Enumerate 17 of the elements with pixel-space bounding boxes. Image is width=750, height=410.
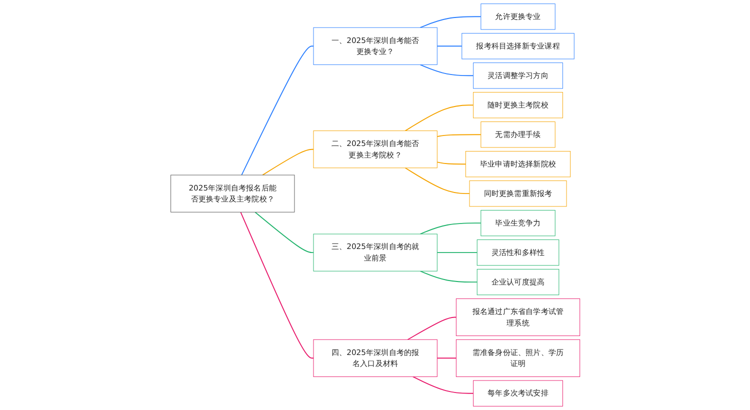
connector bbox=[436, 358, 456, 359]
connector bbox=[436, 134, 482, 138]
connector bbox=[240, 212, 314, 359]
connector bbox=[412, 376, 474, 394]
connector bbox=[240, 46, 314, 176]
connector bbox=[436, 162, 466, 165]
connector bbox=[262, 148, 314, 176]
connector bbox=[419, 16, 482, 28]
connector bbox=[436, 46, 462, 47]
connector bbox=[404, 104, 474, 132]
connector bbox=[254, 212, 314, 254]
connector bbox=[419, 64, 474, 76]
connector bbox=[419, 222, 482, 234]
connector bbox=[419, 270, 478, 283]
connector bbox=[406, 316, 456, 340]
connector bbox=[404, 167, 470, 194]
connector bbox=[436, 252, 478, 254]
